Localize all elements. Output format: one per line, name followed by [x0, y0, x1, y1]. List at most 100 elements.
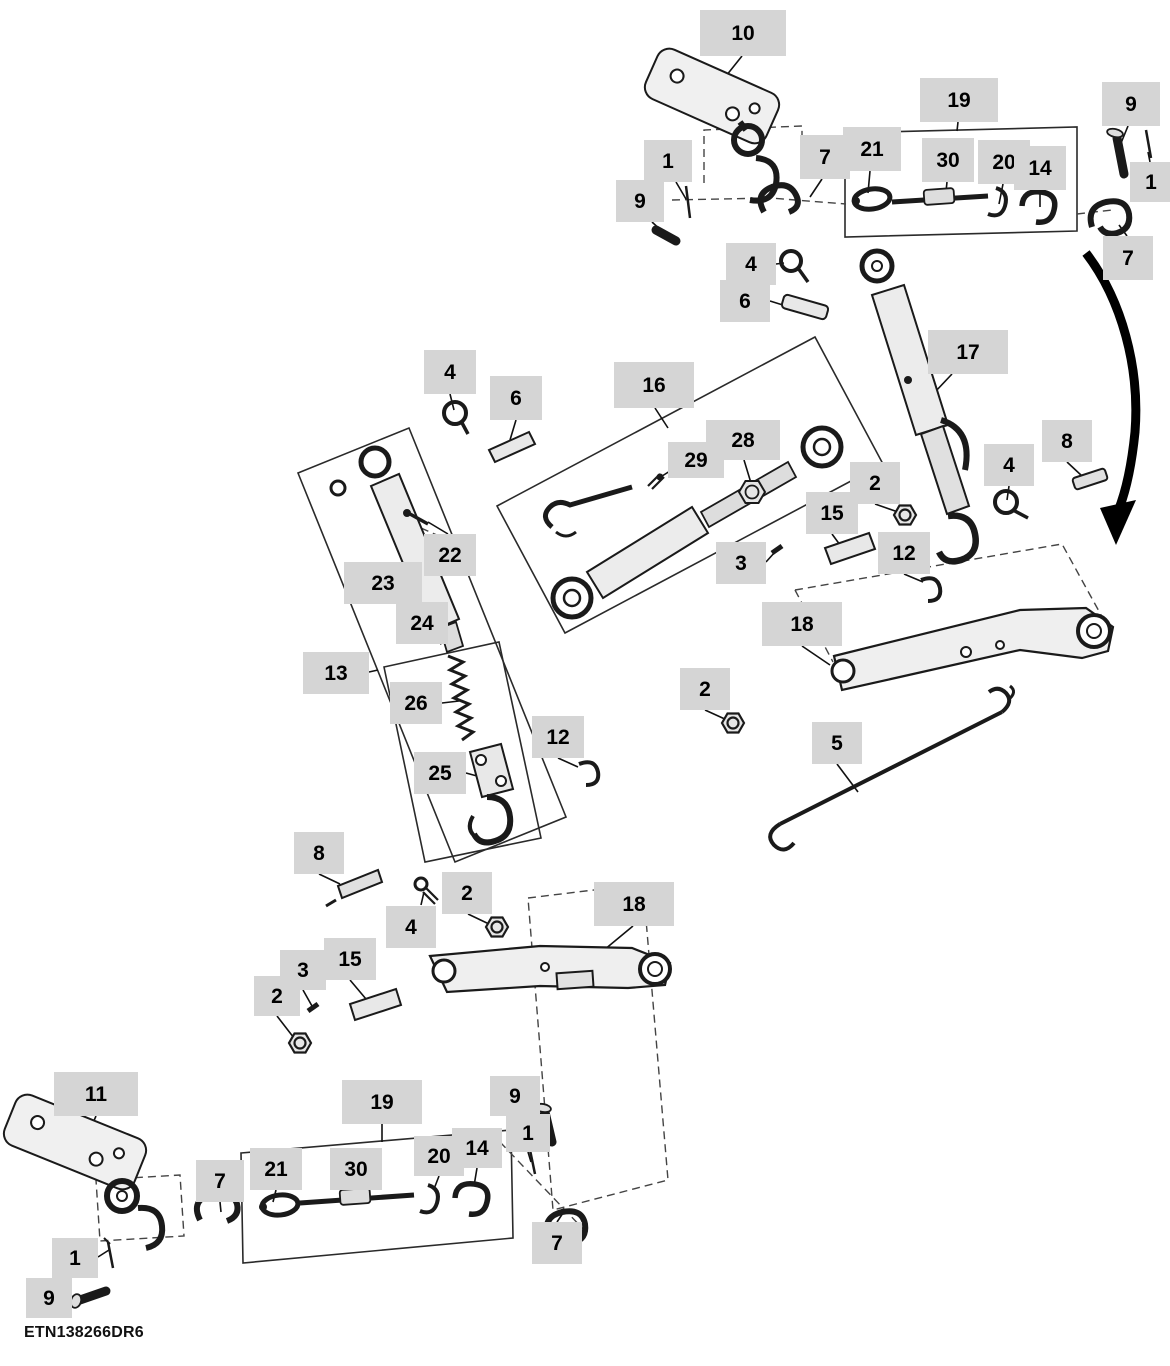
part-sketch-clevis-pins-15	[306, 531, 877, 1022]
lynch-ring-4-right	[993, 489, 1019, 515]
part-sketch-clips-12	[578, 576, 943, 787]
part-sketches	[2, 47, 1153, 1309]
callout-14: 14	[1014, 146, 1066, 190]
spring-26	[446, 654, 477, 742]
callout-2: 2	[680, 668, 730, 710]
callout-15: 15	[324, 938, 376, 980]
part-sketch-draft-arm-18-lower	[428, 944, 672, 994]
callout-22: 22	[424, 534, 476, 576]
callout-6: 6	[720, 280, 770, 322]
part-sketch-draft-arm-18-upper	[830, 606, 1115, 692]
part-sketch-misc-small	[325, 868, 439, 908]
dashed-guides	[95, 125, 1113, 1242]
part-sketch-bottom-bracket-11	[2, 1093, 166, 1251]
callout-1: 1	[506, 1114, 550, 1152]
shackle-21-bottom	[259, 1192, 301, 1218]
pin-1-left	[684, 185, 692, 219]
callout-8: 8	[1042, 420, 1092, 462]
callout-1: 1	[1130, 162, 1170, 202]
callout-6: 6	[490, 376, 542, 420]
callout-2: 2	[850, 462, 900, 504]
part-sketch-center-link-16	[543, 425, 844, 620]
callout-4: 4	[984, 444, 1034, 486]
part-sketch-pins-4-6-mid	[442, 400, 537, 464]
callout-17: 17	[928, 330, 1008, 374]
callout-12: 12	[878, 532, 930, 574]
pin-1-bottom	[528, 1149, 537, 1175]
part-sketch-lift-link-17	[859, 248, 979, 565]
figure-code: ETN138266DR6	[24, 1324, 144, 1341]
callout-30: 30	[922, 138, 974, 182]
pin-9-right	[1112, 133, 1129, 179]
cotter-4-lower	[413, 876, 429, 892]
clip-20	[987, 186, 1008, 218]
callout-18: 18	[594, 882, 674, 926]
callout-25: 25	[414, 752, 466, 794]
callout-2: 2	[442, 872, 492, 914]
clip-12-right	[920, 576, 943, 603]
callout-18: 18	[762, 602, 842, 646]
callout-5: 5	[812, 722, 862, 764]
callout-9: 9	[1102, 82, 1160, 126]
callout-19: 19	[920, 78, 998, 122]
left-link-box	[296, 426, 568, 864]
clevis-25	[468, 742, 515, 799]
pin-8-right	[1071, 467, 1109, 491]
part-sketch-stabilizer-5	[768, 684, 1015, 852]
callout-7: 7	[196, 1160, 244, 1202]
callout-14: 14	[452, 1128, 502, 1168]
part-sketch-nuts-2	[287, 504, 918, 1054]
callout-4: 4	[386, 906, 436, 948]
pin-9-left	[651, 225, 681, 246]
spring-clevis-box	[383, 641, 542, 863]
clip-20-bottom	[419, 1183, 440, 1215]
callout-7: 7	[1103, 236, 1153, 280]
pin-1-right	[1144, 129, 1153, 159]
pin-8-left	[336, 868, 384, 900]
set-screw-3-right	[770, 543, 784, 556]
hook-7-right	[1087, 198, 1133, 237]
lynch-ring-4-mid	[442, 400, 468, 426]
part-sketch-pins-4-6-top	[779, 249, 830, 321]
hook-7-left	[757, 182, 801, 215]
callout-9: 9	[26, 1278, 72, 1318]
callout-7: 7	[800, 135, 850, 179]
callout-11: 11	[54, 1072, 138, 1116]
callout-16: 16	[614, 362, 694, 408]
pin-9-bl	[75, 1286, 111, 1305]
callout-8: 8	[294, 832, 344, 874]
callout-1: 1	[52, 1238, 98, 1278]
callout-15: 15	[806, 492, 858, 534]
lynch-ring-4	[779, 249, 803, 273]
callout-30: 30	[330, 1148, 382, 1190]
callout-1: 1	[644, 140, 692, 182]
callout-19: 19	[342, 1080, 422, 1124]
upper-chain-box	[844, 126, 1078, 238]
callout-3: 3	[716, 542, 766, 584]
callout-9: 9	[616, 180, 664, 222]
callout-4: 4	[424, 350, 476, 394]
callout-21: 21	[843, 127, 901, 171]
callout-26: 26	[390, 682, 442, 724]
part-sketch-upper-chain-19	[651, 127, 1153, 246]
nut-28	[737, 480, 767, 504]
callout-12: 12	[532, 716, 584, 758]
callout-4: 4	[726, 243, 776, 285]
part-sketch-left-link-13	[329, 445, 515, 846]
handle-27	[543, 484, 633, 529]
set-screw-3-left	[306, 1001, 320, 1014]
callout-9: 9	[490, 1076, 540, 1116]
part-sketch-pins-right	[993, 467, 1109, 520]
hook-14	[1019, 189, 1058, 225]
callout-7: 7	[532, 1222, 582, 1264]
leader-lines	[72, 55, 1151, 1298]
clip-12-left	[578, 760, 601, 787]
callout-21: 21	[250, 1148, 302, 1190]
direction-arrow	[1082, 250, 1141, 545]
callout-23: 23	[344, 562, 422, 604]
hook-14-bottom	[452, 1181, 491, 1217]
callout-29: 29	[668, 442, 724, 478]
callout-13: 13	[303, 652, 369, 694]
